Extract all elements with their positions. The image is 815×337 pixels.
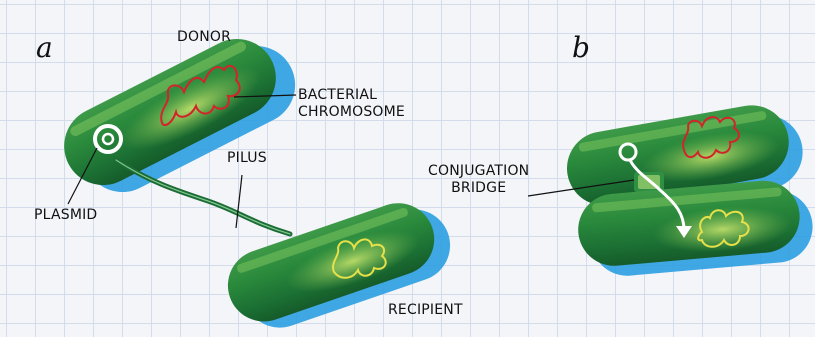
- plasmid-label: PLASMID: [34, 207, 97, 224]
- panel-b-label: b: [572, 34, 590, 62]
- panel-a-label: a: [36, 34, 53, 62]
- pilus-label: PILUS: [227, 150, 267, 167]
- donor-label: DONOR: [177, 29, 231, 46]
- bacterial-chromosome-label: BACTERIAL CHROMOSOME: [298, 87, 405, 121]
- recipient-label: RECIPIENT: [388, 302, 463, 319]
- conjugation-bridge-label: CONJUGATION BRIDGE: [428, 163, 529, 197]
